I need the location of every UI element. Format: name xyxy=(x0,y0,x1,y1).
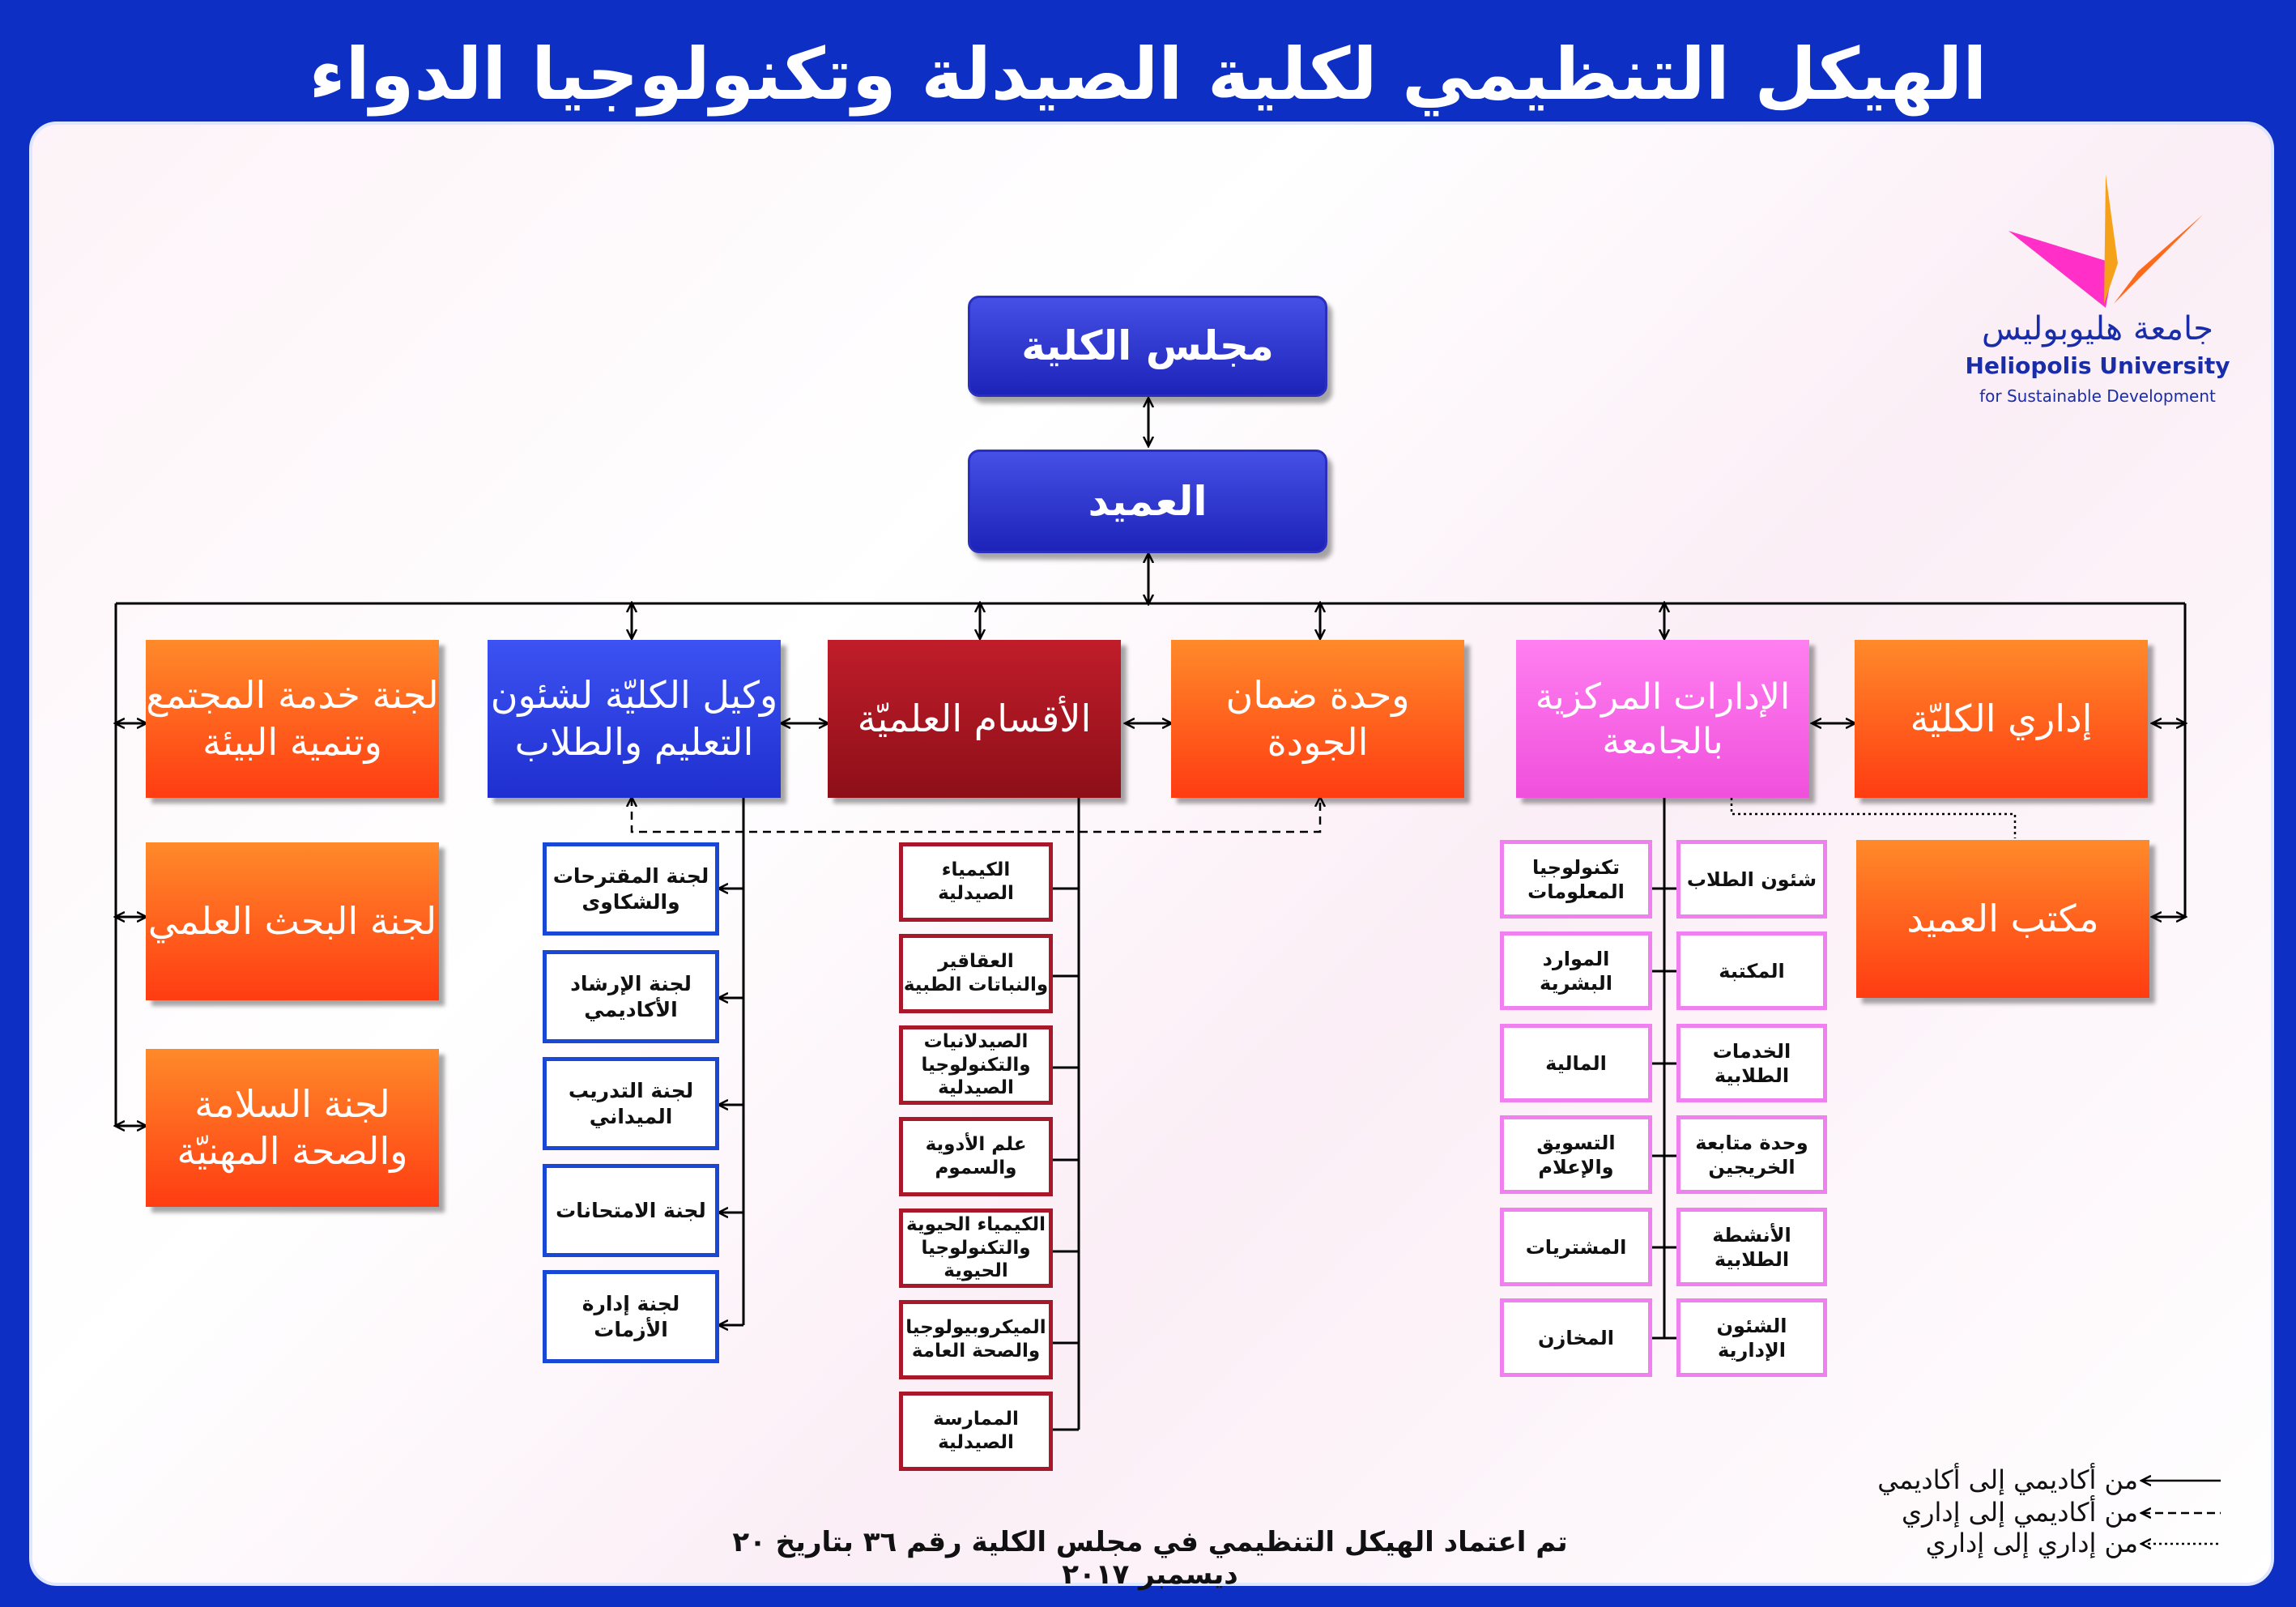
dean-office-box: مكتب العميد xyxy=(1856,840,2149,998)
quality-unit-box: وحدة ضمان الجودة xyxy=(1171,640,1464,798)
central-finance: المالية xyxy=(1500,1024,1652,1102)
central-student-services: الخدمات الطلابية xyxy=(1676,1024,1827,1102)
central-student-affairs: شئون الطلاب xyxy=(1676,840,1827,919)
safety-committee-box: لجنة السلامة والصحة المهنيّة xyxy=(146,1049,439,1207)
central-marketing: التسويق والإعلام xyxy=(1500,1115,1652,1194)
dept-pharmacognosy: العقاقير والنباتات الطبية xyxy=(899,934,1053,1013)
central-admin-affairs: الشئون الإدارية xyxy=(1676,1298,1827,1377)
logo-english-name: Heliopolis University xyxy=(1965,352,2230,379)
central-library: المكتبة xyxy=(1676,931,1827,1010)
dept-biochemistry: الكيمياء الحيوية والتكنولوجيا الحيوية xyxy=(899,1208,1053,1288)
faculty-council-box: مجلس الكلية xyxy=(968,296,1327,397)
dept-pharmacology: علم الأدوية والسموم xyxy=(899,1117,1053,1196)
research-committee-box: لجنة البحث العلمي xyxy=(146,842,439,1000)
legend-solid-label: من أكاديمي إلى أكاديمي xyxy=(1877,1464,2138,1495)
community-committee-box: لجنة خدمة المجتمع وتنمية البيئة xyxy=(146,640,439,798)
departments-box: الأقسام العلميّة xyxy=(828,640,1121,798)
faculty-admin-box: إداري الكليّة xyxy=(1855,640,2148,798)
university-logo: جامعة هليوبوليس Heliopolis University fo… xyxy=(1944,166,2251,425)
central-procurement: المشتريات xyxy=(1500,1208,1652,1286)
approval-note: تم اعتماد الهيكل التنظيمي في مجلس الكلية… xyxy=(732,1526,1568,1591)
committee-crisis: لجنة إدارة الأزمات xyxy=(543,1270,719,1363)
page-title: الهيكل التنظيمي لكلية الصيدلة وتكنولوجيا… xyxy=(309,32,1987,116)
dean-box: العميد xyxy=(968,450,1327,553)
dept-clinical-practice: الممارسة الصيدلية xyxy=(899,1392,1053,1471)
logo-subtitle: for Sustainable Development xyxy=(1979,386,2216,406)
central-hr: الموارد البشرية xyxy=(1500,931,1652,1010)
central-alumni-unit: وحدة متابعة الخريجين xyxy=(1676,1115,1827,1194)
central-admin-box: الإدارات المركزية بالجامعة xyxy=(1516,640,1809,798)
vice-dean-box: وكيل الكليّة لشئون التعليم والطلاب xyxy=(488,640,781,798)
committee-suggestions: لجنة المقترحات والشكاوى xyxy=(543,842,719,936)
logo-arabic-name: جامعة هليوبوليس xyxy=(1982,310,2213,347)
logo-mark-icon xyxy=(2008,174,2203,308)
central-student-activities: الأنشطة الطلابية xyxy=(1676,1208,1827,1286)
dept-pharmaceutics: الصيدلانيات والتكنولوجيا الصيدلية xyxy=(899,1025,1053,1105)
dept-pharma-chemistry: الكيمياء الصيدلية xyxy=(899,842,1053,922)
committee-exams: لجنة الامتحانات xyxy=(543,1164,719,1257)
central-it: تكنولوجيا المعلومات xyxy=(1500,840,1652,919)
dept-microbiology: الميكروبيولوجيا والصحة العامة xyxy=(899,1300,1053,1379)
legend-dashed-label: من أكاديمي إلى إداري xyxy=(1901,1497,2138,1528)
committee-training: لجنة التدريب الميداني xyxy=(543,1057,719,1150)
central-warehouses: المخازن xyxy=(1500,1298,1652,1377)
committee-advising: لجنة الإرشاد الأكاديمي xyxy=(543,950,719,1043)
legend-dotted-label: من إداري إلى إداري xyxy=(1925,1528,2138,1558)
